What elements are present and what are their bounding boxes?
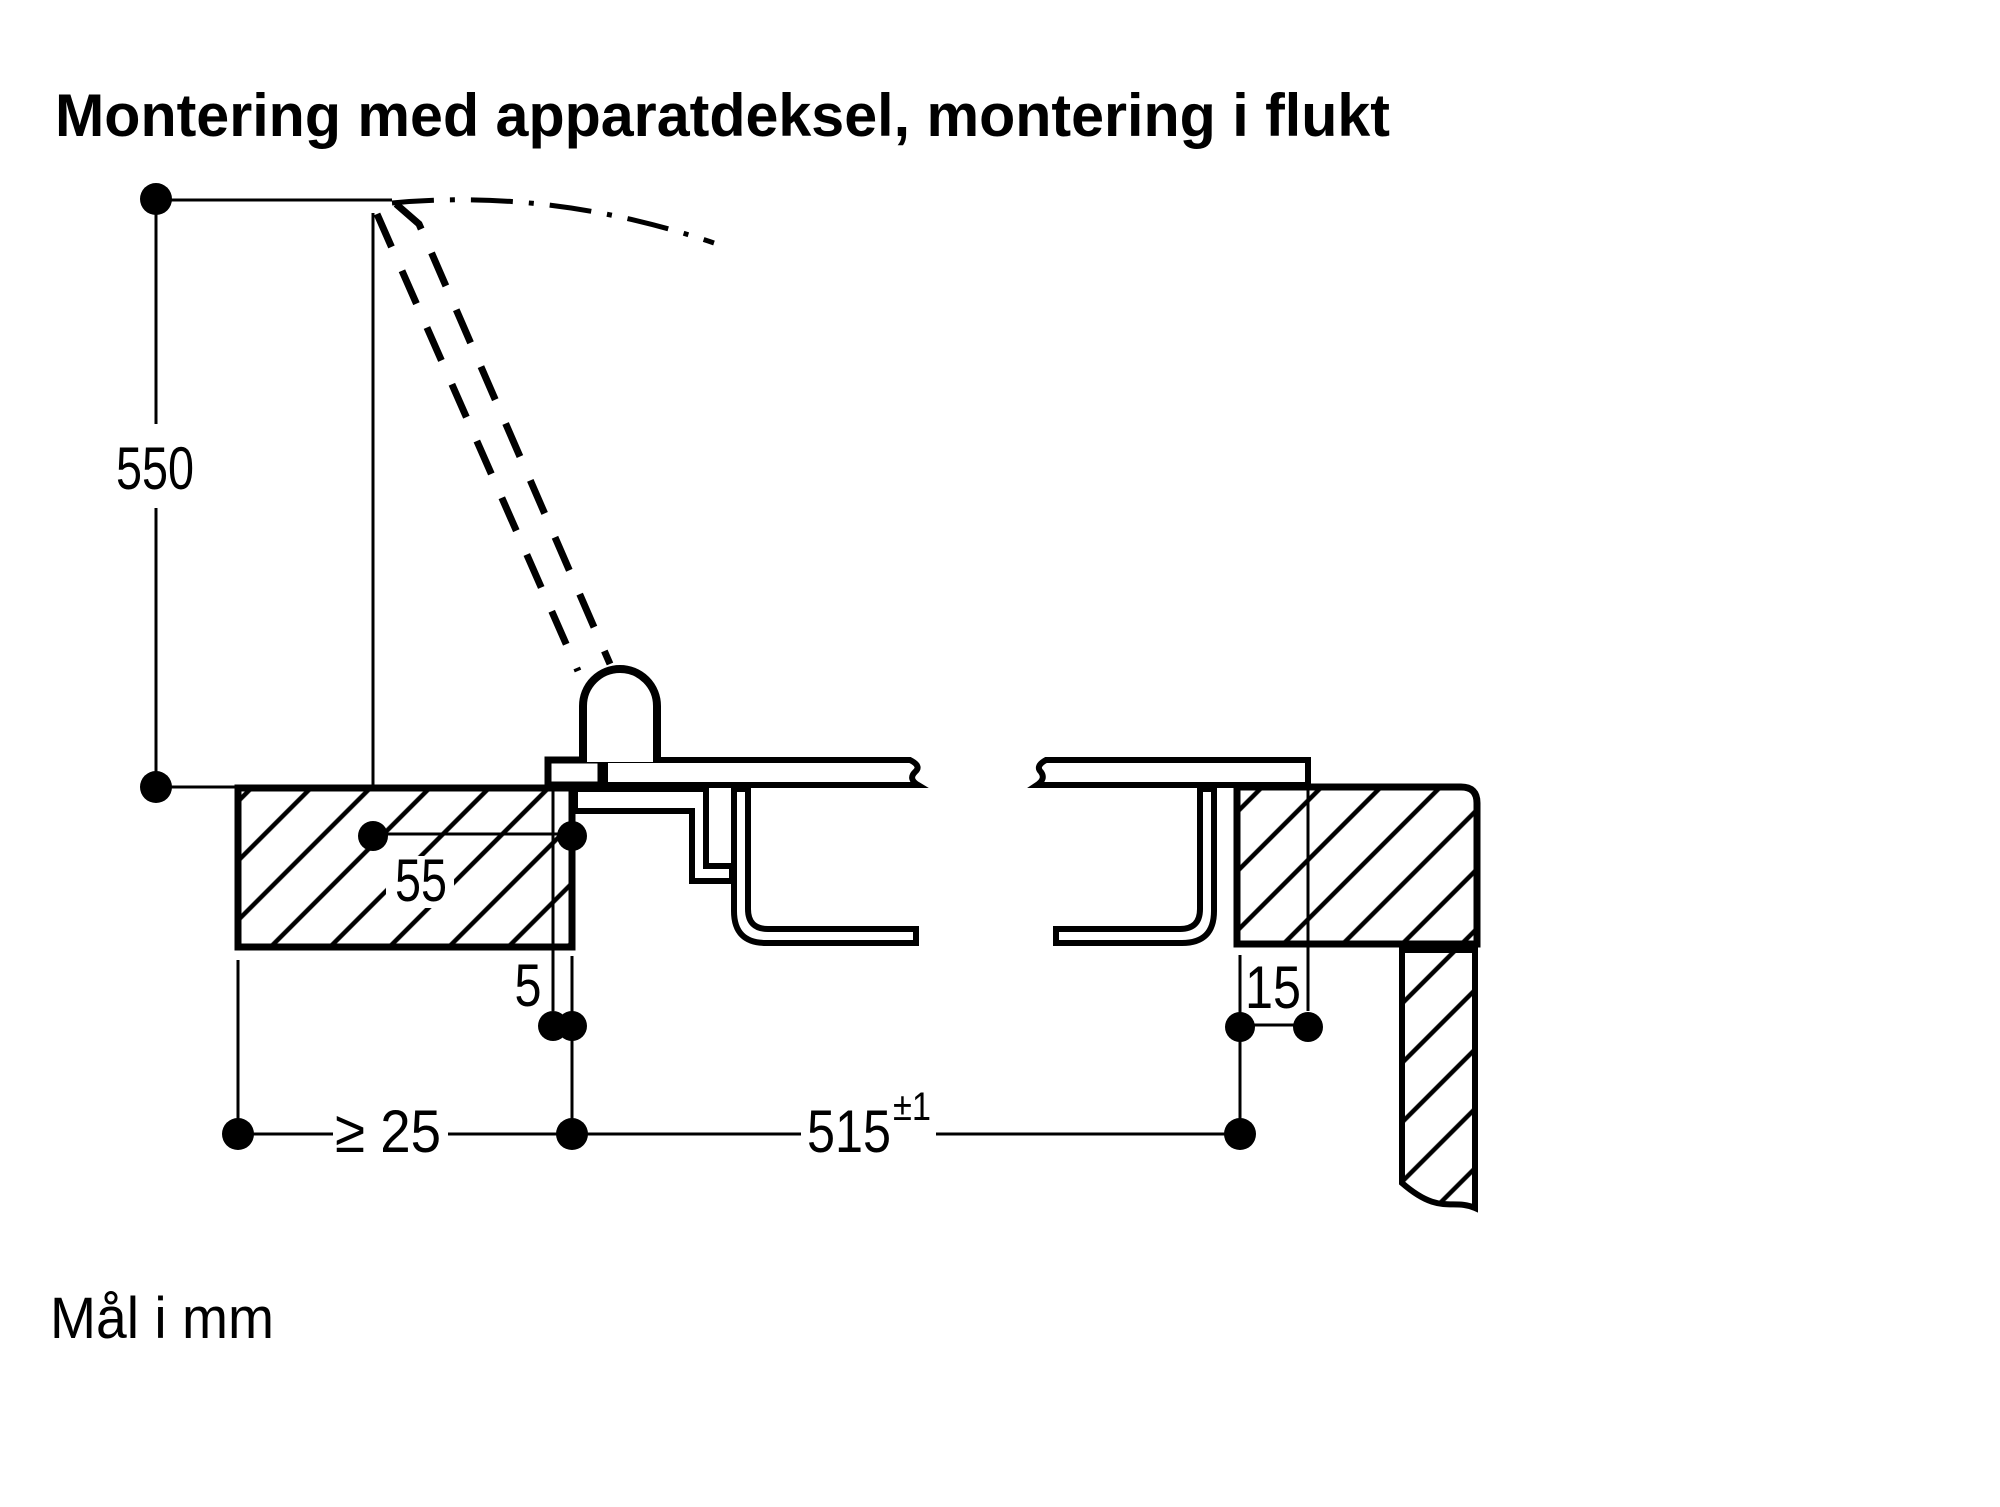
door-edge-line-left [373,212,582,673]
open-door-dashed-outline [373,201,614,673]
dimension-15-label: 15 [1245,954,1301,1021]
appliance-left-assembly [544,665,929,946]
dimension-550-label: 550 [116,435,194,502]
dimension-515-label: 515 [807,1098,891,1165]
countertop-right-section [1233,783,1481,948]
dimension-endpoint-dot [140,771,172,803]
dimension-5: 5 [515,786,587,1134]
label-halo [386,856,454,908]
dimension-15: 15 [1225,789,1323,1042]
dimension-endpoint-dot [557,821,587,851]
dimension-endpoint-dot [1225,1012,1255,1042]
cover-mounting-lug [544,756,605,789]
dimension-endpoint-dot [358,821,388,851]
dimension-55-label: 55 [395,847,447,914]
hinge-knob-dome [579,665,661,762]
dimension-5-label: 5 [515,952,542,1019]
dimension-55: 55 [358,821,587,914]
dimension-min25-label: ≥ 25 [335,1098,441,1165]
dimension-endpoint-dot [1293,1012,1323,1042]
page-title: Montering med apparatdeksel, montering i… [55,82,1390,149]
door-swing-arc [391,197,715,246]
appliance-channel-left [731,786,919,946]
appliance-channel-right [1053,786,1217,946]
cabinet-side-panel [1399,947,1478,1213]
appliance-cover-plate-left [602,757,929,788]
dimension-515-tolerance: ±1 [893,1085,931,1129]
door-edge-line-right [393,201,614,666]
appliance-right-assembly [1027,757,1481,1213]
dimension-bottom-chain: ≥ 25 515 ±1 [222,955,1256,1165]
dimension-550: 550 [116,183,392,803]
units-note: Mål i mm [50,1286,274,1351]
dimension-endpoint-dot [557,1011,587,1041]
hinge-bracket [572,786,735,884]
appliance-cover-plate-right [1027,757,1311,788]
